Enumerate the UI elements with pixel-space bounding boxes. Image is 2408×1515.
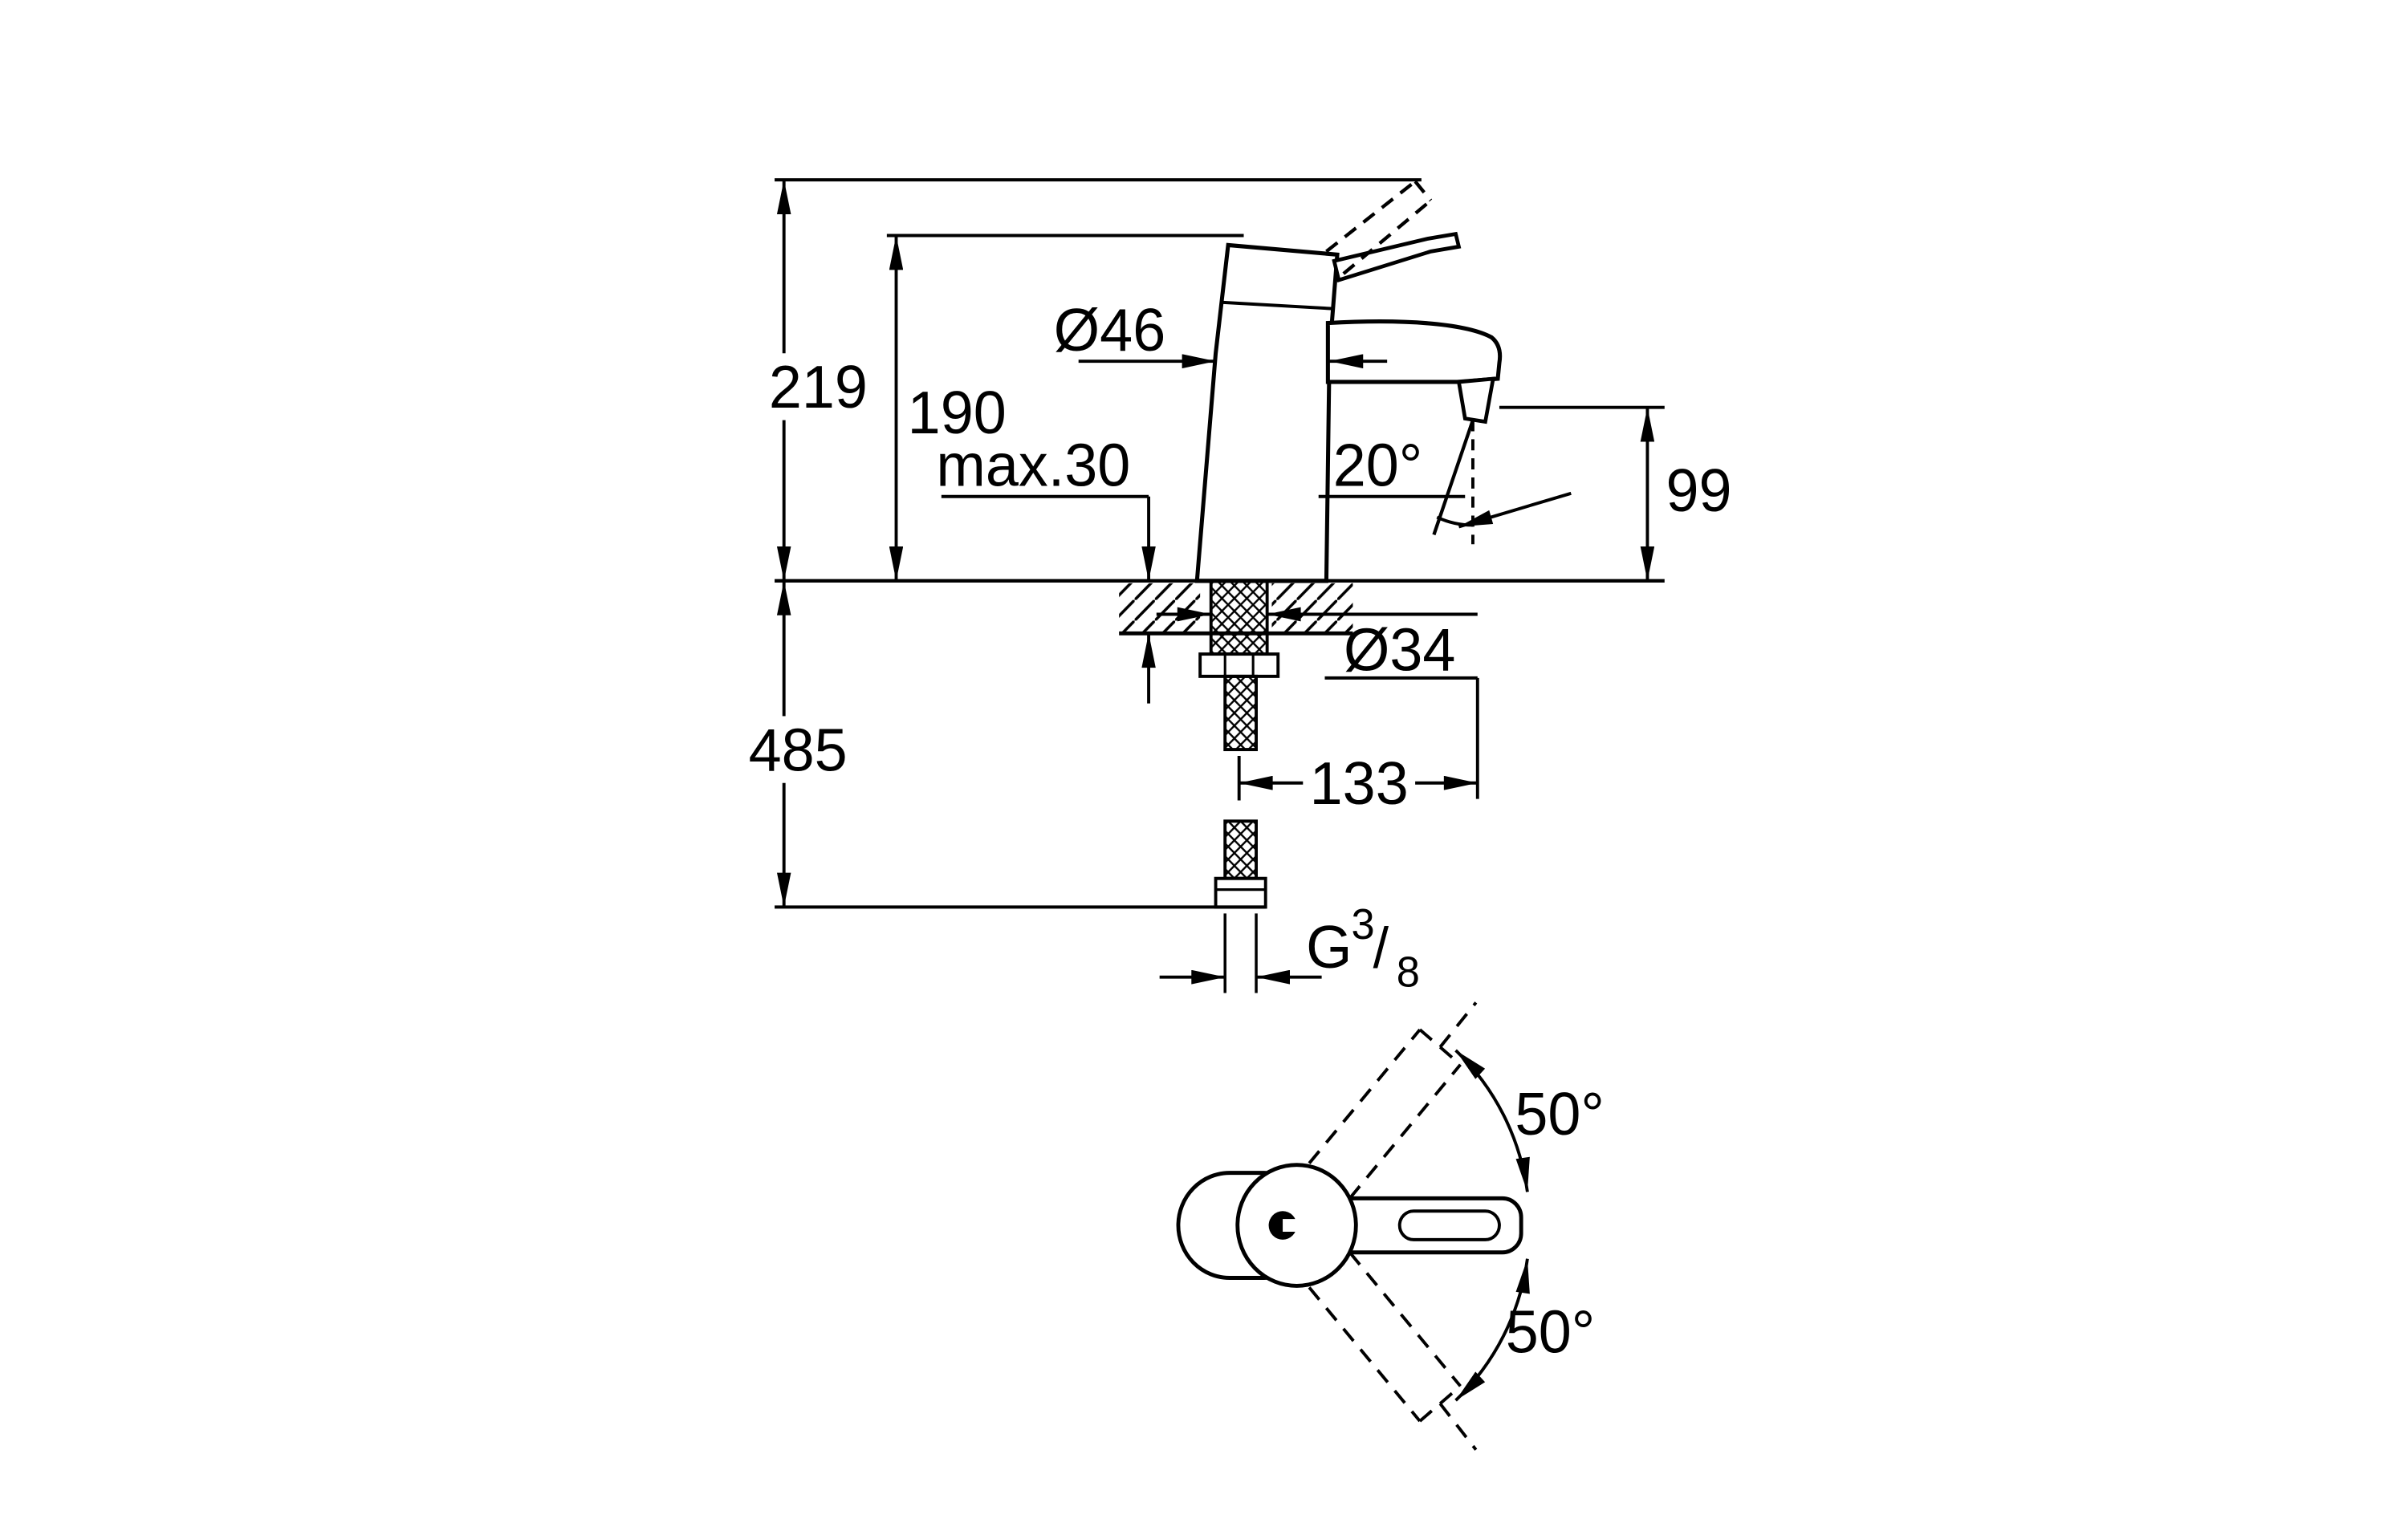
dim-label-d46: Ø46 [1054, 295, 1165, 364]
dim-label-219: 219 [769, 352, 868, 420]
dimension-deck-thickness: max.30 [936, 431, 1156, 704]
dimension-spout-angle: 20° [1318, 419, 1572, 545]
dim-label-133: 133 [1310, 749, 1409, 817]
dimension-thread: G 3 / 8 [1159, 901, 1420, 997]
dim-label-swivel-up: 50° [1515, 1079, 1605, 1147]
label-mask [763, 353, 873, 420]
label-mask [742, 716, 855, 783]
thread-label-sup: 3 [1351, 901, 1374, 949]
dim-label-d34: Ø34 [1344, 615, 1455, 684]
swivel-arc-down [1454, 1258, 1530, 1402]
arrow-leader [1458, 491, 1572, 529]
spout [1325, 319, 1503, 384]
dim-label-190: 190 [908, 378, 1007, 446]
top-view: 50° 50° [1176, 1001, 1605, 1451]
under-deck-assembly [1198, 579, 1280, 993]
dimension-spout-reach: 133 [1237, 749, 1478, 817]
dimension-body-height: 190 [886, 234, 1244, 581]
faucet-body [1194, 242, 1340, 583]
dim-label-485: 485 [749, 716, 848, 784]
thread-label-sub: 8 [1397, 948, 1420, 997]
dim-label-max30: max.30 [936, 431, 1130, 499]
mounting-nut [1198, 652, 1280, 678]
dim-label-swivel-down: 50° [1506, 1298, 1596, 1366]
lever-grip-detail [1397, 1209, 1501, 1241]
dimension-overall-height: 219 [763, 178, 1422, 581]
body-joint-line [1222, 300, 1335, 311]
thread-label-slash: / [1373, 916, 1389, 980]
deck-hatch-right [1271, 583, 1353, 633]
label-mask [1303, 749, 1416, 817]
flex-hose-lower [1223, 819, 1258, 880]
aerator [1456, 376, 1496, 424]
dimension-hole-diameter: Ø34 [1156, 607, 1479, 799]
dimension-outlet-height: 99 [1499, 405, 1732, 581]
flex-hose-upper [1223, 674, 1258, 752]
thread-label-prefix: G [1306, 912, 1352, 981]
pivot-slit [1283, 1219, 1307, 1232]
dimension-below-deck: 485 [742, 580, 1266, 909]
side-view: 219 190 485 Ø46 max.30 [742, 178, 1732, 997]
stream-angle-line [1432, 419, 1474, 536]
swivel-angle-arcs [1454, 1049, 1530, 1402]
lever-handle-rest [1332, 231, 1462, 283]
dim-label-99: 99 [1666, 456, 1731, 524]
lever-swivel-down-dashed [1308, 1251, 1478, 1451]
deck-hatch-left [1119, 583, 1201, 633]
dimension-body-diameter: Ø46 [1054, 295, 1388, 369]
faucet-body-outline [1194, 180, 1503, 583]
dim-label-20deg: 20° [1333, 431, 1423, 499]
hose-connector [1214, 876, 1267, 909]
label-mask [907, 379, 1007, 446]
threaded-shank [1209, 579, 1269, 656]
swivel-arc-up [1454, 1049, 1530, 1192]
lever-swivel-up-dashed [1308, 1001, 1478, 1200]
lever-handle-raised-dashed [1325, 180, 1433, 275]
